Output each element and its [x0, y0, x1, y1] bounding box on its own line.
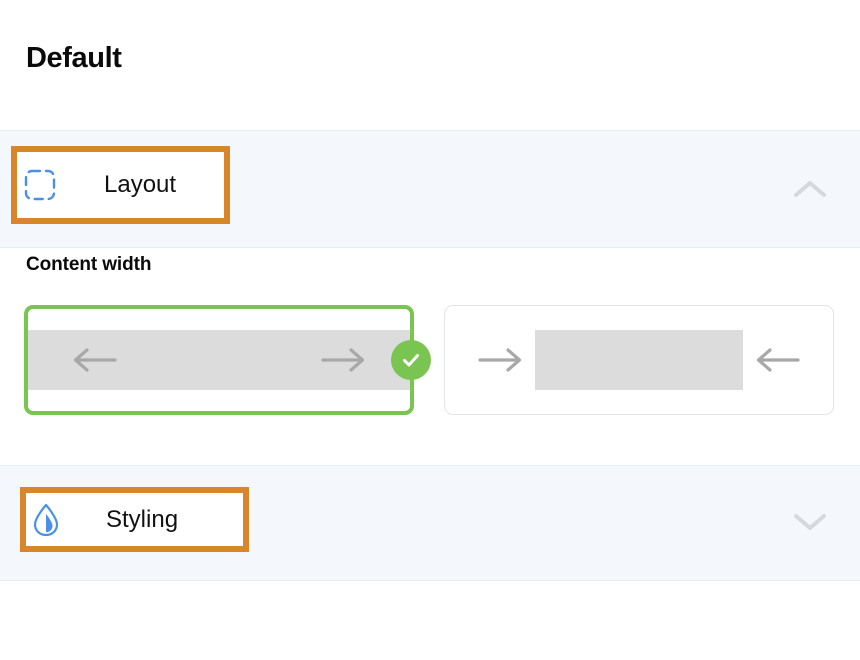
boxed-content-block: [535, 330, 743, 390]
content-width-options: [24, 305, 834, 415]
section-label-layout: Layout: [104, 171, 177, 198]
annotation-highlight-layout: [11, 146, 230, 224]
arrow-right-icon: [477, 347, 525, 373]
chevron-down-icon[interactable]: [788, 500, 832, 544]
content-width-label: Content width: [26, 254, 152, 275]
chevron-up-icon[interactable]: [788, 167, 832, 211]
sidebar-item-styling[interactable]: Styling: [28, 495, 178, 545]
check-icon: [391, 340, 431, 380]
annotation-highlight-styling: [20, 487, 249, 552]
section-label-styling: Styling: [106, 506, 179, 533]
arrow-left-icon: [70, 347, 118, 373]
droplet-icon: [28, 502, 64, 538]
full-width-preview: [28, 330, 410, 390]
sidebar-item-layout[interactable]: Layout: [22, 160, 176, 210]
arrow-left-icon: [753, 347, 801, 373]
arrow-right-icon: [320, 347, 368, 373]
page-title: Default: [26, 42, 122, 74]
boxed-width-option[interactable]: [444, 305, 834, 415]
full-width-option[interactable]: [24, 305, 431, 415]
boxed-width-preview: [445, 330, 833, 390]
dashed-square-icon: [22, 167, 58, 203]
